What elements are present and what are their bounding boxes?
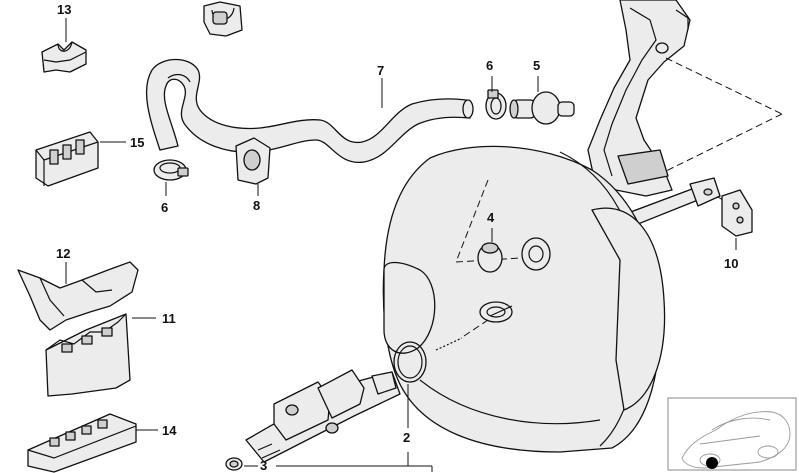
part-15-retainer bbox=[35, 131, 99, 187]
dash-pedal-right bbox=[665, 57, 783, 115]
leader-2-3-bracket bbox=[276, 452, 433, 472]
callout-8: 8 bbox=[253, 198, 260, 213]
part-4-grommets bbox=[477, 237, 551, 273]
location-marker bbox=[706, 457, 718, 469]
dash-pedal-down bbox=[663, 113, 783, 173]
callout-13: 13 bbox=[57, 2, 71, 17]
part-6-hose-clamp-left bbox=[153, 159, 189, 181]
callout-14: 14 bbox=[162, 423, 177, 438]
hose-bracket-clip bbox=[203, 1, 243, 37]
part-8-bracket bbox=[235, 137, 271, 185]
part-2-o-ring bbox=[393, 341, 427, 383]
callout-4: 4 bbox=[487, 210, 495, 225]
callout-7: 7 bbox=[377, 63, 384, 78]
master-cylinder bbox=[245, 369, 401, 463]
brake-booster bbox=[382, 145, 666, 453]
part-14-block bbox=[27, 413, 137, 473]
part-5-check-valve bbox=[509, 91, 575, 125]
part-10-clip bbox=[721, 189, 753, 237]
callout-2: 2 bbox=[403, 430, 410, 445]
callout-6-left: 6 bbox=[161, 200, 168, 215]
callout-15: 15 bbox=[130, 135, 144, 150]
part-6-hose-clamp-top bbox=[485, 89, 507, 120]
part-7-vacuum-hose bbox=[145, 58, 474, 163]
callout-11: 11 bbox=[162, 311, 176, 326]
part-11-cover bbox=[45, 313, 131, 397]
callout-3: 3 bbox=[260, 458, 267, 473]
callout-12: 12 bbox=[56, 246, 70, 261]
callout-10: 10 bbox=[724, 256, 738, 271]
brake-pedal bbox=[587, 0, 691, 197]
vehicle-locator-thumbnail bbox=[667, 397, 797, 471]
part-13-clip bbox=[41, 41, 87, 73]
callout-5: 5 bbox=[533, 58, 540, 73]
booster-studs bbox=[435, 305, 513, 351]
dash-booster-a bbox=[455, 179, 489, 263]
part-3-plug bbox=[225, 457, 243, 471]
callout-6-top: 6 bbox=[486, 58, 493, 73]
part-12-shield bbox=[17, 261, 139, 331]
